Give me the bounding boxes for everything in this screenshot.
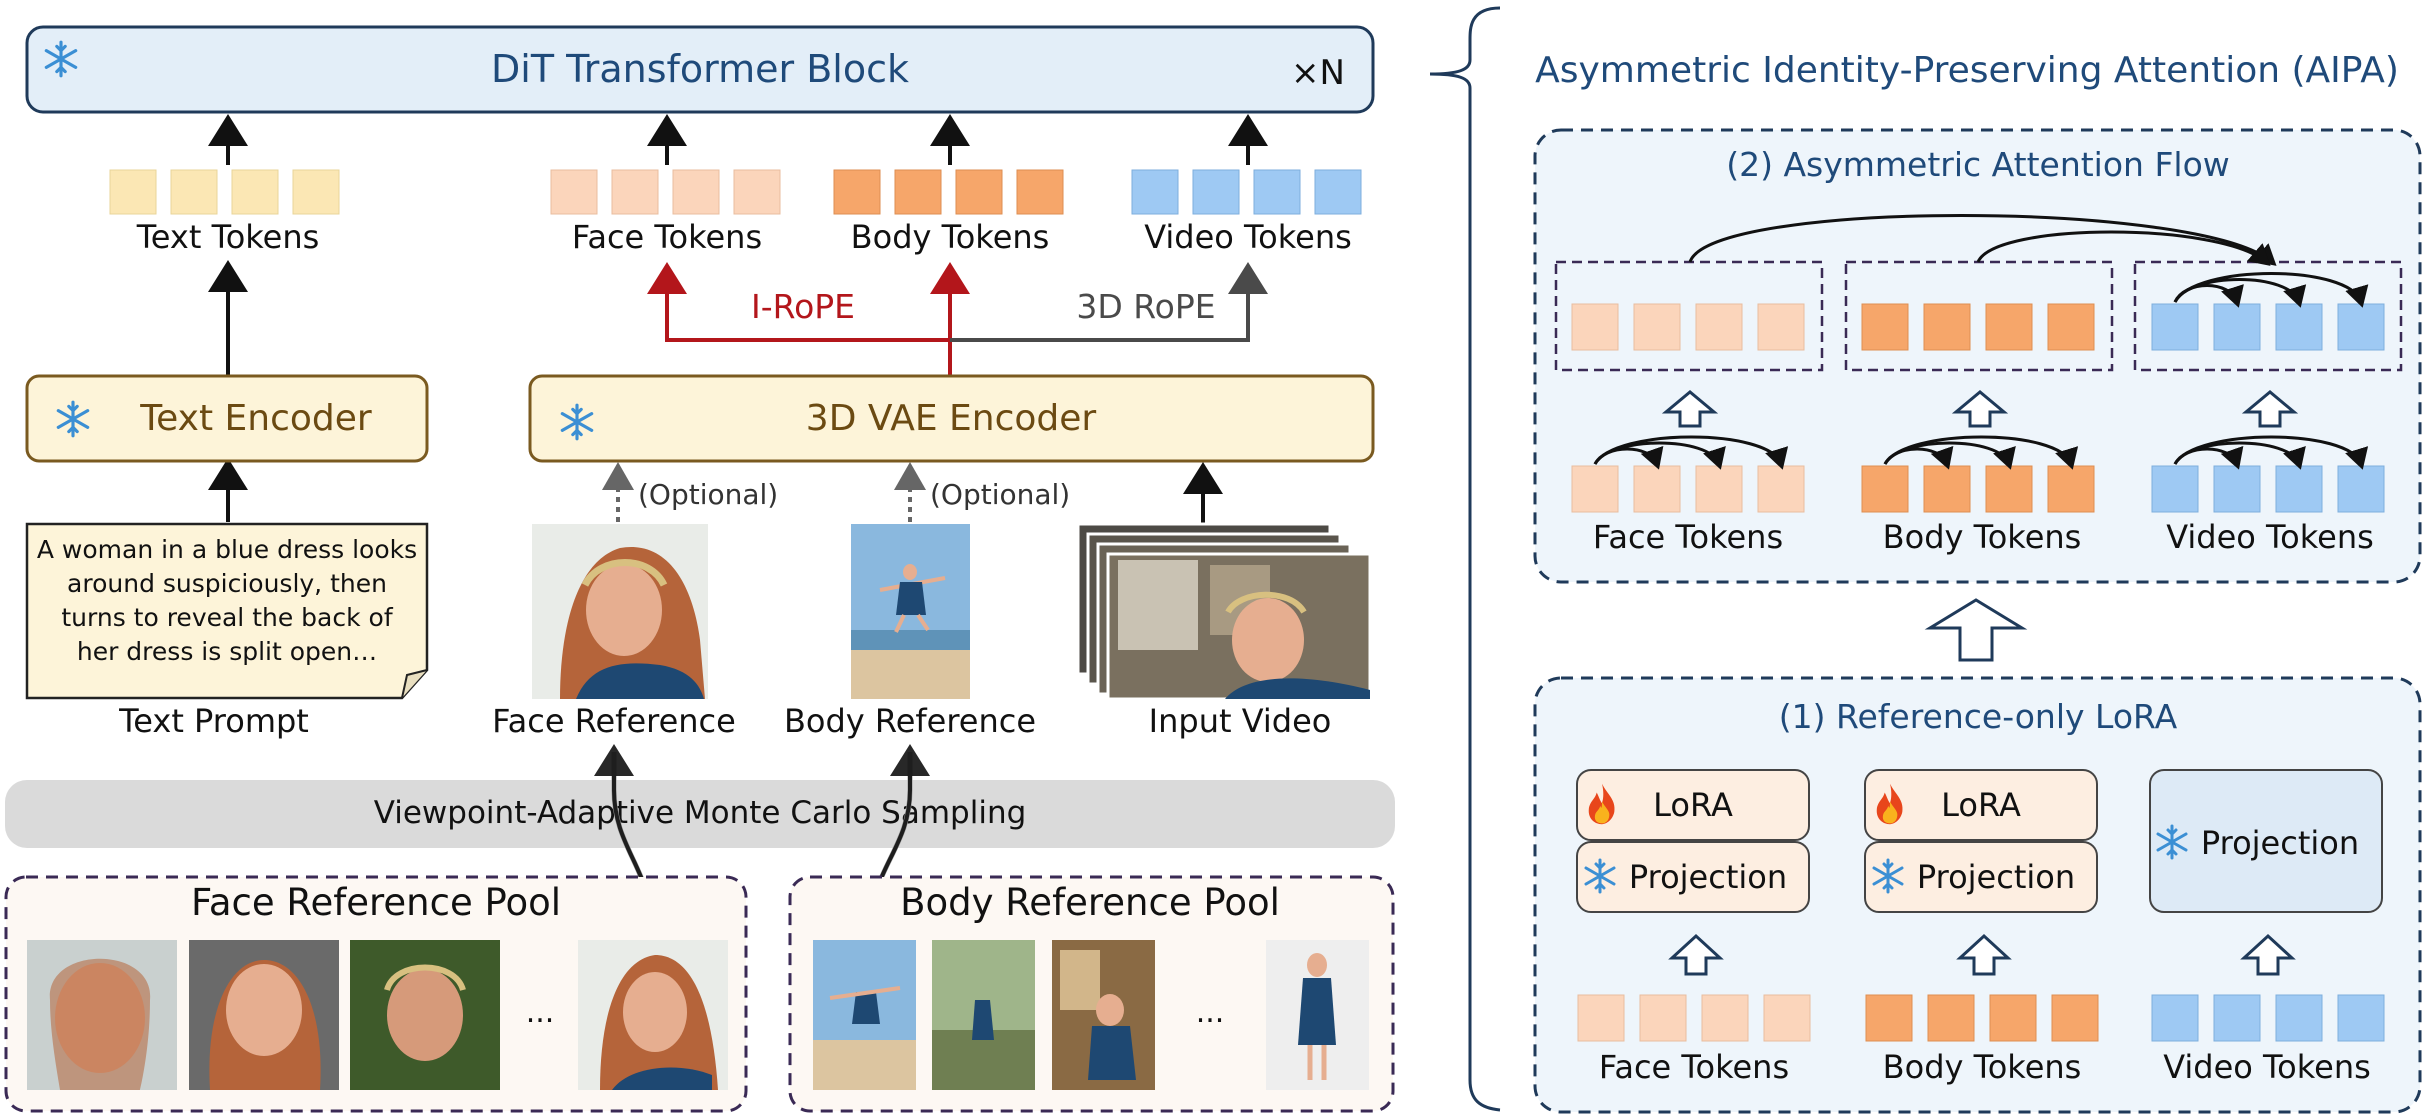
optional-label-body: (Optional) xyxy=(930,478,1070,511)
hollow-arrow-icon xyxy=(1956,933,2012,976)
sampling-bar: Viewpoint-Adaptive Monte Carlo Sampling xyxy=(5,780,1395,848)
body-pool-image-1 xyxy=(813,940,916,1090)
hollow-arrow-icon xyxy=(1661,390,1719,428)
text-encoder-label: Text Encoder xyxy=(139,398,372,439)
body-reference-caption: Body Reference xyxy=(784,702,1036,740)
hollow-arrow-icon xyxy=(2241,390,2299,428)
video-tokens: Video Tokens xyxy=(1131,169,1362,256)
attention-flow-panel: (2) Asymmetric Attention Flow xyxy=(1533,128,2422,584)
dit-repeat: ×N xyxy=(1291,53,1345,93)
flow-video-tokens-bottom: Video Tokens xyxy=(2151,435,2385,556)
irope-label: I-RoPE xyxy=(751,287,855,326)
body-pool-image-3 xyxy=(1052,940,1155,1090)
body-reference-image xyxy=(851,524,970,699)
lora-body-tokens: Body Tokens xyxy=(1865,994,2099,1086)
lora-body-label: Body Tokens xyxy=(1883,1048,2082,1086)
prompt-line-1: A woman in a blue dress looks xyxy=(37,535,417,564)
body-tokens-label: Body Tokens xyxy=(851,218,1050,256)
flow-video-tokens-top xyxy=(2151,303,2385,351)
face-lora-label: LoRA xyxy=(1653,786,1733,824)
face-lora-stack: LoRA Projection xyxy=(1576,769,1810,913)
video-projection-label: Projection xyxy=(2201,824,2359,862)
flow-body-tokens-top xyxy=(1861,303,2095,351)
vae-encoder: 3D VAE Encoder xyxy=(528,374,1375,463)
lora-video-tokens: Video Tokens xyxy=(2151,994,2385,1086)
flow-title: (2) Asymmetric Attention Flow xyxy=(1726,145,2230,184)
prompt-line-3: turns to reveal the back of xyxy=(61,603,393,632)
rope3d-arrow-video xyxy=(950,262,1268,342)
sampling-label: Viewpoint-Adaptive Monte Carlo Sampling xyxy=(374,795,1027,831)
text-tokens: Text Tokens xyxy=(109,169,340,256)
face-reference-caption: Face Reference xyxy=(492,702,736,740)
lora-title: (1) Reference-only LoRA xyxy=(1779,697,2178,736)
body-reference-pool: Body Reference Pool ... xyxy=(788,875,1395,1113)
body-pool-ellipsis: ... xyxy=(1196,995,1225,1030)
video-self-arcs xyxy=(2173,272,2369,308)
face-pool-image-4 xyxy=(578,940,728,1090)
face-tokens-label: Face Tokens xyxy=(572,218,762,256)
video-projection-box: Projection xyxy=(2149,769,2383,913)
face-reference-pool: Face Reference Pool ... xyxy=(4,875,748,1113)
brace xyxy=(1429,6,1501,1112)
prompt-line-4: her dress is split open… xyxy=(77,637,377,666)
dit-transformer-block: DiT Transformer Block ×N xyxy=(25,25,1375,114)
text-encoder: Text Encoder xyxy=(25,374,429,463)
lora-face-label: Face Tokens xyxy=(1599,1048,1789,1086)
text-prompt-note: A woman in a blue dress looks around sus… xyxy=(25,522,429,700)
body-tokens: Body Tokens xyxy=(833,169,1064,256)
arc-body-to-video xyxy=(1976,230,2271,266)
body-pool-image-2 xyxy=(932,940,1035,1090)
flow-video-label: Video Tokens xyxy=(2166,518,2374,556)
lora-face-tokens: Face Tokens xyxy=(1577,994,1811,1086)
input-video-frames xyxy=(1076,522,1372,701)
body-lora-stack: LoRA Projection xyxy=(1864,769,2098,913)
flow-face-label: Face Tokens xyxy=(1593,518,1783,556)
face-pool-ellipsis: ... xyxy=(526,995,555,1030)
face-pool-image-2 xyxy=(189,940,339,1090)
rope3d-label: 3D RoPE xyxy=(1076,287,1215,326)
body-lora-label: LoRA xyxy=(1941,786,2021,824)
hollow-arrow-icon xyxy=(1924,598,2028,662)
face-pool-title: Face Reference Pool xyxy=(191,881,561,924)
text-tokens-label: Text Tokens xyxy=(136,218,320,256)
prompt-line-2: around suspiciously, then xyxy=(67,569,387,598)
video-tokens-label: Video Tokens xyxy=(1144,218,1352,256)
flow-body-tokens-bottom: Body Tokens xyxy=(1861,435,2095,556)
face-reference-image xyxy=(532,524,708,699)
body-pool-image-4 xyxy=(1266,940,1369,1090)
hollow-arrow-icon xyxy=(1951,390,2009,428)
lora-video-label: Video Tokens xyxy=(2163,1048,2371,1086)
face-projection-label: Projection xyxy=(1629,858,1787,896)
flow-face-tokens-top xyxy=(1571,303,1805,351)
text-prompt-caption: Text Prompt xyxy=(118,702,309,740)
aipa-title: Asymmetric Identity-Preserving Attention… xyxy=(1535,50,2399,91)
arc-face-to-video xyxy=(1688,214,2277,266)
body-projection-label: Projection xyxy=(1917,858,2075,896)
input-video-caption: Input Video xyxy=(1149,702,1332,740)
face-pool-image-3 xyxy=(350,940,500,1090)
body-pool-title: Body Reference Pool xyxy=(900,881,1280,924)
hollow-arrow-icon xyxy=(1668,933,1724,976)
lora-panel: (1) Reference-only LoRA LoRA Projection … xyxy=(1533,676,2422,1114)
face-pool-image-1 xyxy=(27,940,177,1090)
flow-face-tokens-bottom: Face Tokens xyxy=(1571,435,1805,556)
optional-label-face: (Optional) xyxy=(638,478,778,511)
hollow-arrow-icon xyxy=(2240,933,2296,976)
face-tokens: Face Tokens xyxy=(550,169,781,256)
dit-title: DiT Transformer Block xyxy=(491,47,909,91)
flow-body-label: Body Tokens xyxy=(1883,518,2082,556)
vae-encoder-label: 3D VAE Encoder xyxy=(806,398,1097,439)
flow-face-group xyxy=(1554,260,1824,372)
